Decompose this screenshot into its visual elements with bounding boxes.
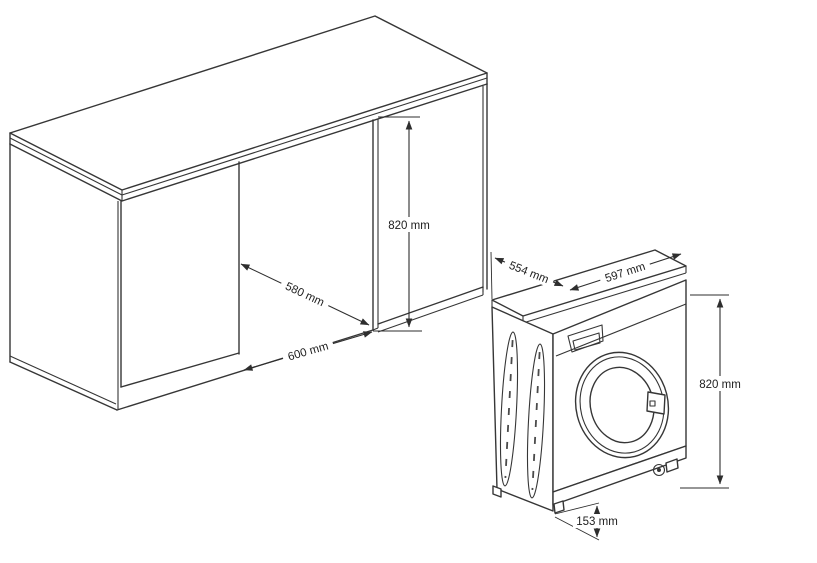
door-handle bbox=[646, 391, 666, 415]
niche-height-dimension: 820 mm bbox=[373, 116, 434, 332]
machine-depth-dimension: 554 mm bbox=[490, 251, 564, 300]
niche-depth-dimension: 580 mm bbox=[240, 263, 370, 326]
cabinet-drawing: 820 mm 580 mm 600 mm bbox=[9, 15, 488, 411]
vent-slot bbox=[499, 331, 519, 487]
machine-side-panel bbox=[491, 306, 554, 512]
cabinet-left-side-panel bbox=[9, 143, 118, 411]
machine-foot bbox=[553, 500, 565, 514]
machine-height-dimension: 820 mm bbox=[680, 294, 745, 489]
countertop bbox=[9, 15, 488, 202]
machine-height-label: 820 mm bbox=[699, 379, 741, 391]
niche-opening bbox=[238, 119, 379, 355]
machine-foot bbox=[665, 458, 679, 473]
left-cabinet-door bbox=[117, 200, 240, 409]
niche-width-dimension: 600 mm bbox=[243, 331, 373, 371]
right-cabinet-door bbox=[377, 83, 488, 333]
machine-foot bbox=[492, 485, 502, 498]
machine-base-height-dimension: 153 mm bbox=[554, 502, 621, 541]
control-panel-display bbox=[567, 324, 604, 353]
machine-base-height-label: 153 mm bbox=[576, 516, 618, 528]
vent-slot bbox=[526, 343, 546, 499]
filter-cap bbox=[652, 463, 666, 477]
niche-depth-label: 580 mm bbox=[283, 281, 326, 310]
machine-base bbox=[492, 445, 687, 514]
washing-machine-drawing: 554 mm 597 mm 820 mm bbox=[490, 249, 745, 541]
niche-height-label: 820 mm bbox=[388, 220, 430, 232]
machine-front-panel bbox=[552, 279, 687, 493]
